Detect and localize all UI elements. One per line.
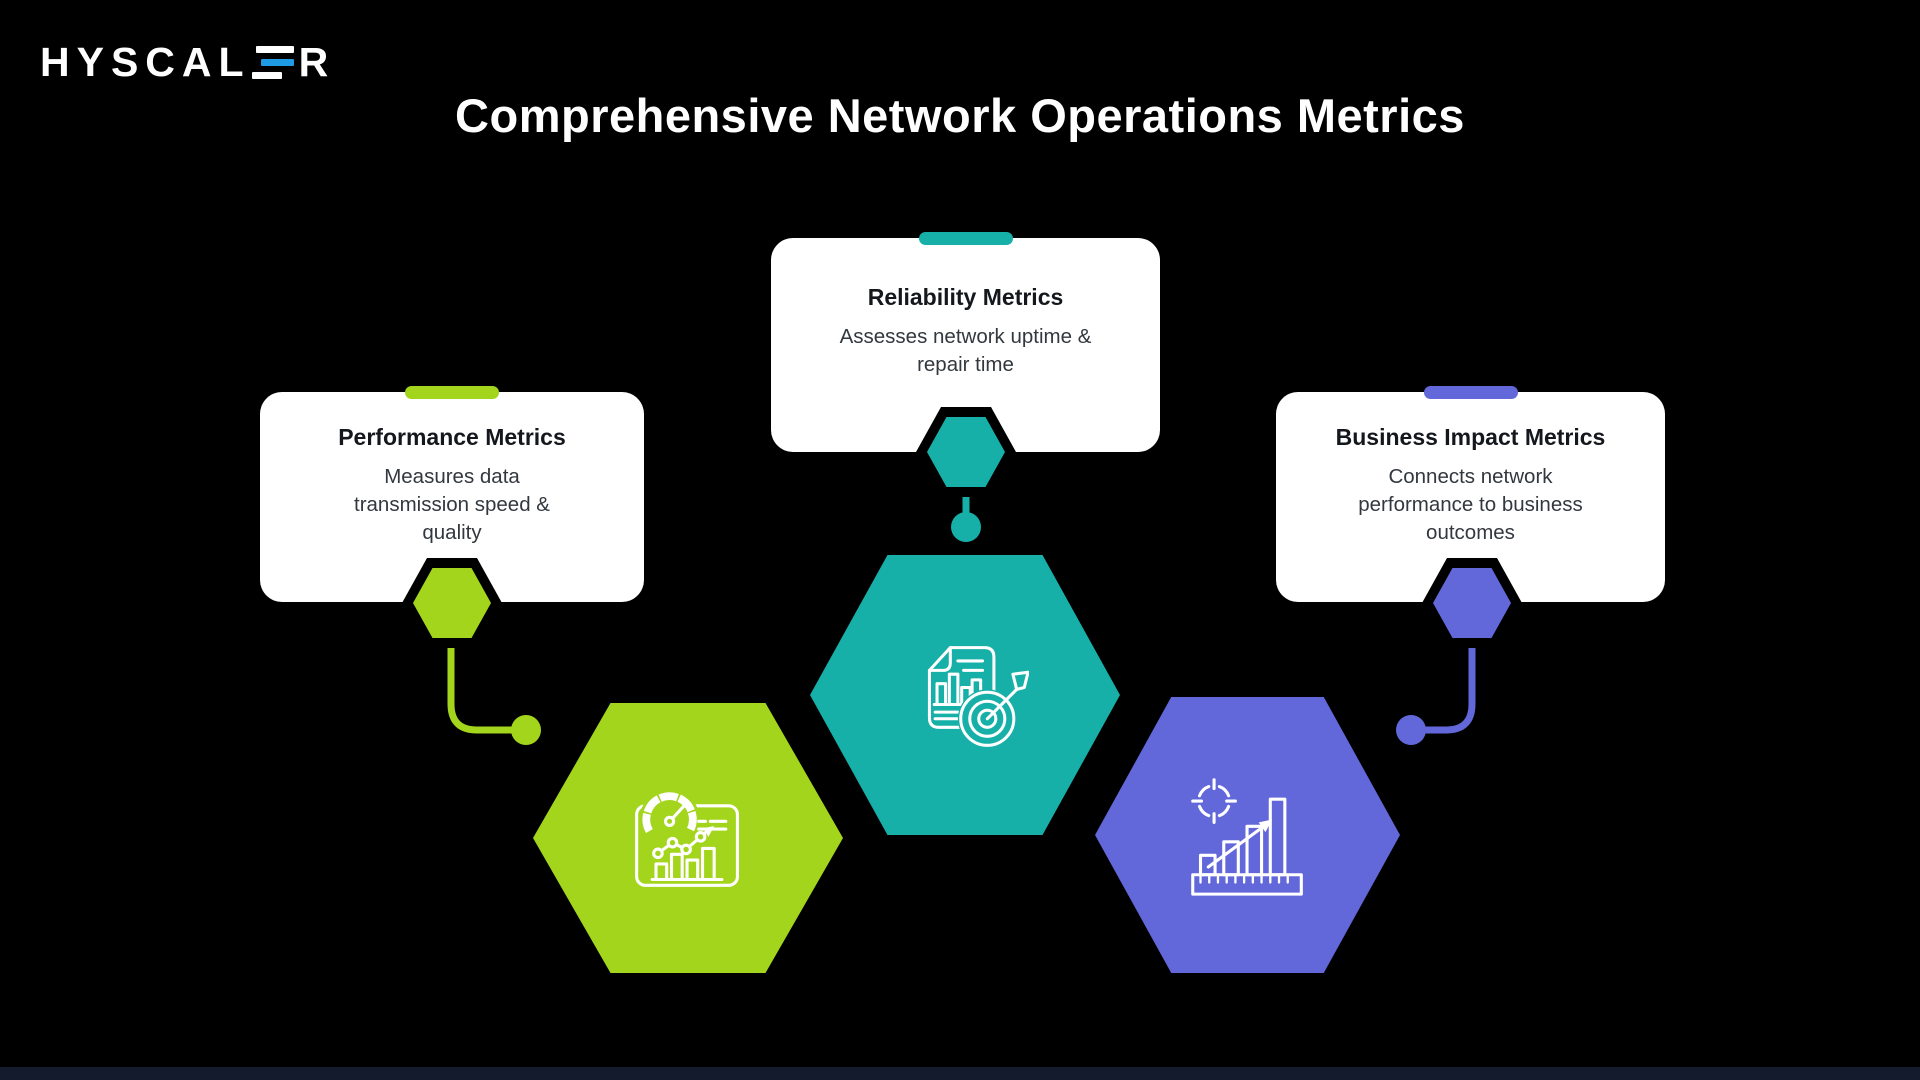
connector-performance <box>447 632 515 734</box>
card-accent-pill <box>918 232 1013 245</box>
hyscaler-logo: HYSCAL R <box>40 42 335 83</box>
card-title: Reliability Metrics <box>867 284 1064 310</box>
logo-e-icon <box>251 46 296 79</box>
card-description: Assesses network uptime & repair time <box>839 325 1092 376</box>
hex-connector-performance <box>402 558 502 648</box>
hex-connector-business <box>1422 558 1522 648</box>
connector-dot-business <box>1396 715 1426 745</box>
card-accent-pill <box>1423 386 1518 399</box>
logo-e-accent-bar <box>260 59 294 66</box>
page-title: Comprehensive Network Operations Metrics <box>455 89 1465 142</box>
hexagon-performance <box>533 703 843 973</box>
logo-e-bottom-bar <box>251 72 282 79</box>
hex-connector-reliability <box>916 407 1016 497</box>
growth-chart-ruler-icon <box>1190 778 1303 896</box>
card-description: Connects network performance to business… <box>1358 465 1583 544</box>
speedometer-dashboard-icon <box>635 789 739 887</box>
logo-e-top-bar <box>255 46 294 53</box>
bottom-accent-bar <box>0 1067 1920 1080</box>
card-title: Business Impact Metrics <box>1335 424 1606 450</box>
card-accent-pill <box>405 386 499 399</box>
hex-fill <box>1433 568 1511 638</box>
connector-business <box>1422 632 1476 734</box>
card-description: Measures data transmission speed & quali… <box>354 465 550 544</box>
logo-text-left: HYSCAL <box>40 39 251 85</box>
card-performance-metrics: Performance Metrics Measures data transm… <box>260 386 644 602</box>
connector-dot-reliability <box>951 512 981 542</box>
connector-dot-performance <box>511 715 541 745</box>
logo-text-right: R <box>298 39 336 85</box>
hex-fill <box>413 568 491 638</box>
hexagon-business <box>1095 697 1400 973</box>
report-target-icon <box>927 646 1029 749</box>
card-title: Performance Metrics <box>338 424 566 450</box>
